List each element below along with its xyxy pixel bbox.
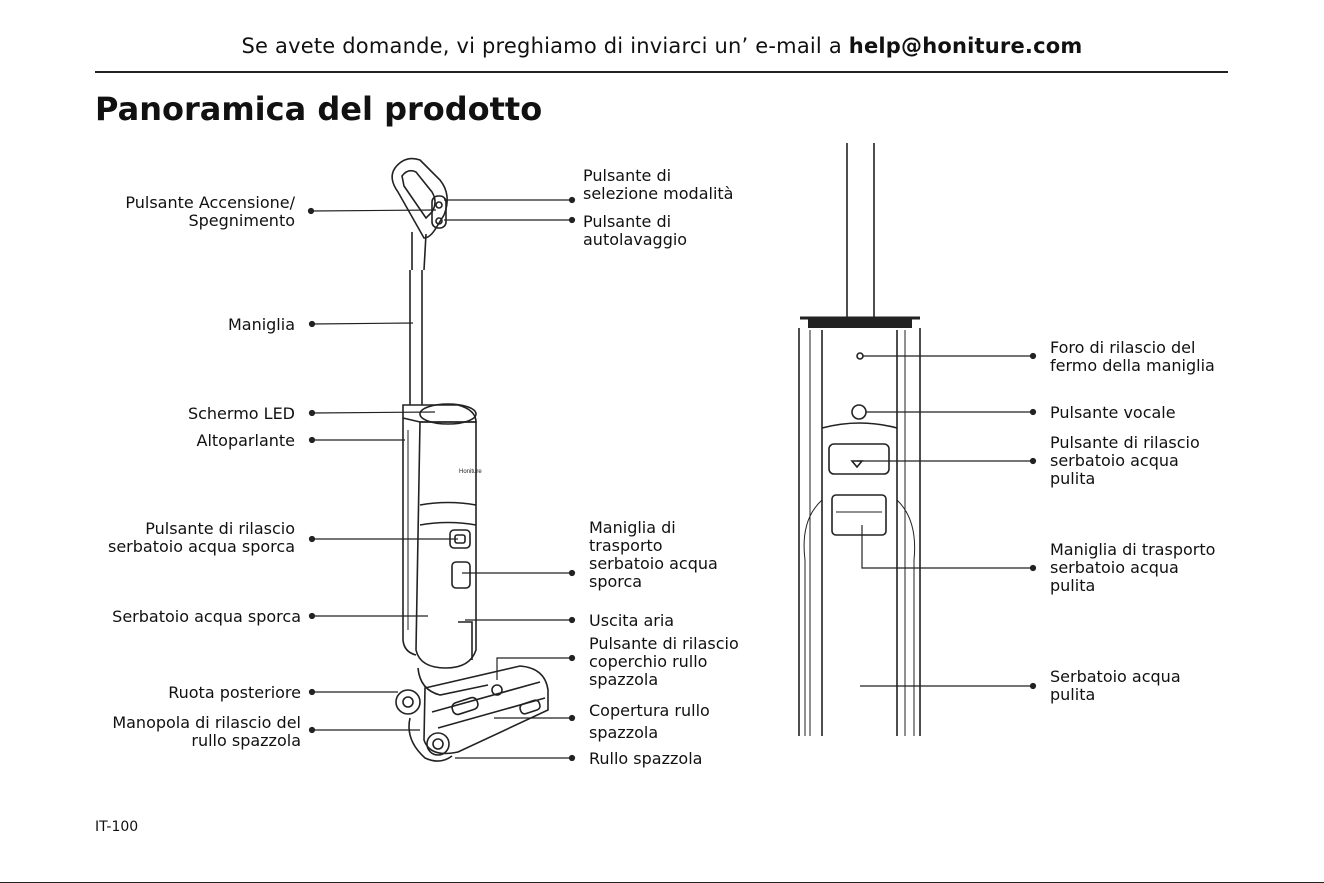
label-rear-wheel: Ruota posteriore	[168, 683, 301, 702]
label-air-outlet: Uscita aria	[589, 611, 675, 630]
label-brush-roll: Rullo spazzola	[589, 749, 703, 768]
label-voice-button: Pulsante vocale	[1050, 403, 1176, 422]
page-header: Se avete domande, vi preghiamo di inviar…	[0, 34, 1324, 58]
label-dirty-tank: Serbatoio acqua sporca	[112, 607, 301, 626]
closeup-illustration	[798, 143, 921, 736]
label-power-button: Pulsante Accensione/Spegnimento	[125, 193, 295, 230]
page-title: Panoramica del prodotto	[95, 90, 543, 128]
page-number: IT-100	[95, 819, 139, 835]
label-speaker: Altoparlante	[196, 431, 296, 450]
brand-logo: Honiture	[459, 469, 482, 475]
support-email[interactable]: help@honiture.com	[848, 34, 1083, 58]
header-text: Se avete domande, vi preghiamo di inviar…	[241, 34, 849, 58]
label-handle: Maniglia	[227, 315, 295, 334]
header-divider	[95, 71, 1228, 73]
vacuum-illustration	[391, 157, 549, 762]
label-led-screen: Schermo LED	[187, 404, 295, 423]
